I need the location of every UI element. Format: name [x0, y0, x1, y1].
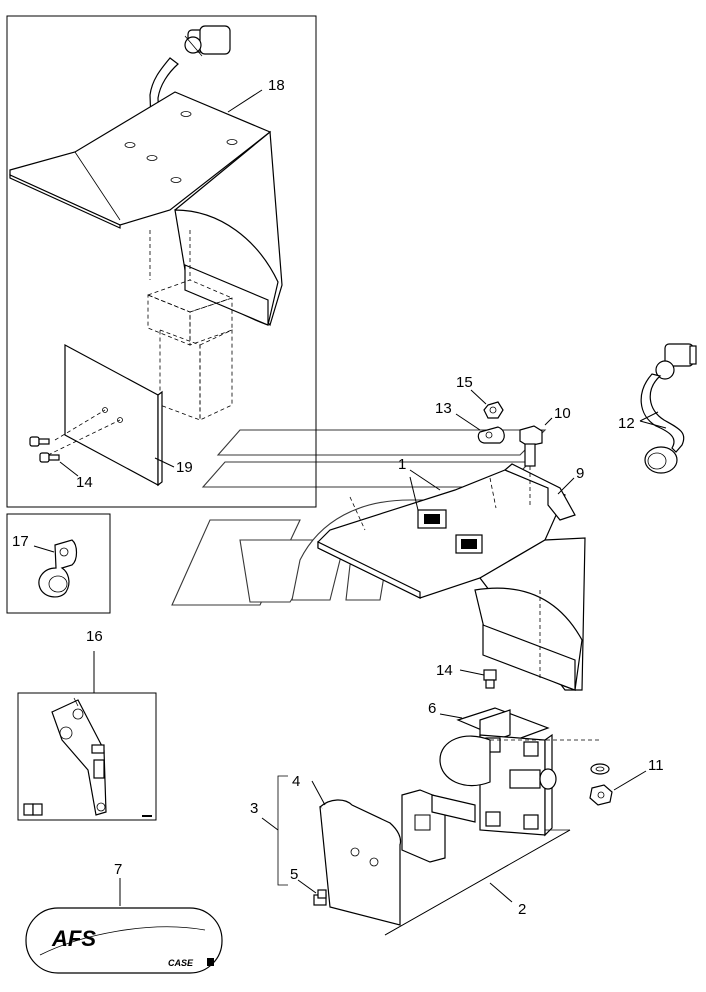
callout-labels: 18 19 14 17 16 15 13 10 12 1 9 14 6 11 4…	[12, 77, 664, 918]
inset-box-lever	[17, 651, 157, 821]
callout-18: 18	[268, 77, 285, 94]
lower-bracket	[261, 775, 571, 936]
plate-19	[47, 343, 163, 487]
callout-19: 19	[176, 459, 193, 476]
main-bracket	[317, 463, 586, 691]
book-icon	[23, 803, 43, 816]
bolts-14-inset	[29, 436, 60, 463]
callout-16: 16	[86, 628, 103, 645]
bolt-14-main	[459, 669, 497, 689]
clamp-13	[455, 413, 505, 444]
monitor-mount-bracket	[9, 91, 283, 327]
afs-logo-text: AFS	[51, 926, 96, 951]
callout-9: 9	[576, 465, 584, 482]
callout-10: 10	[554, 405, 571, 422]
callout-14-main: 14	[436, 662, 453, 679]
harness-12	[639, 343, 697, 474]
bolt-10	[519, 417, 553, 467]
callout-6: 6	[428, 700, 436, 717]
clamp-17	[38, 539, 78, 598]
callout-13: 13	[435, 400, 452, 417]
callout-12: 12	[618, 415, 635, 432]
case-logo-text: CASE	[168, 958, 194, 968]
callout-5: 5	[290, 866, 298, 883]
inset-box-monitor	[6, 15, 317, 508]
afs-decal: AFS CASE	[25, 878, 223, 974]
callout-3: 3	[250, 800, 258, 817]
inset-box-clamp	[6, 513, 111, 614]
nut-11	[589, 763, 647, 806]
sensor-assembly-6	[439, 707, 600, 837]
monitor-block	[146, 230, 234, 421]
callout-1: 1	[398, 456, 406, 473]
nut-15	[470, 389, 504, 419]
callout-17: 17	[12, 533, 29, 550]
callout-7: 7	[114, 861, 122, 878]
callout-4: 4	[292, 773, 300, 790]
callout-2: 2	[518, 901, 526, 918]
lever-16	[51, 697, 107, 816]
bolt-5	[313, 889, 327, 906]
callout-11: 11	[648, 757, 664, 774]
callout-15: 15	[456, 374, 473, 391]
callout-14-inset: 14	[76, 474, 93, 491]
